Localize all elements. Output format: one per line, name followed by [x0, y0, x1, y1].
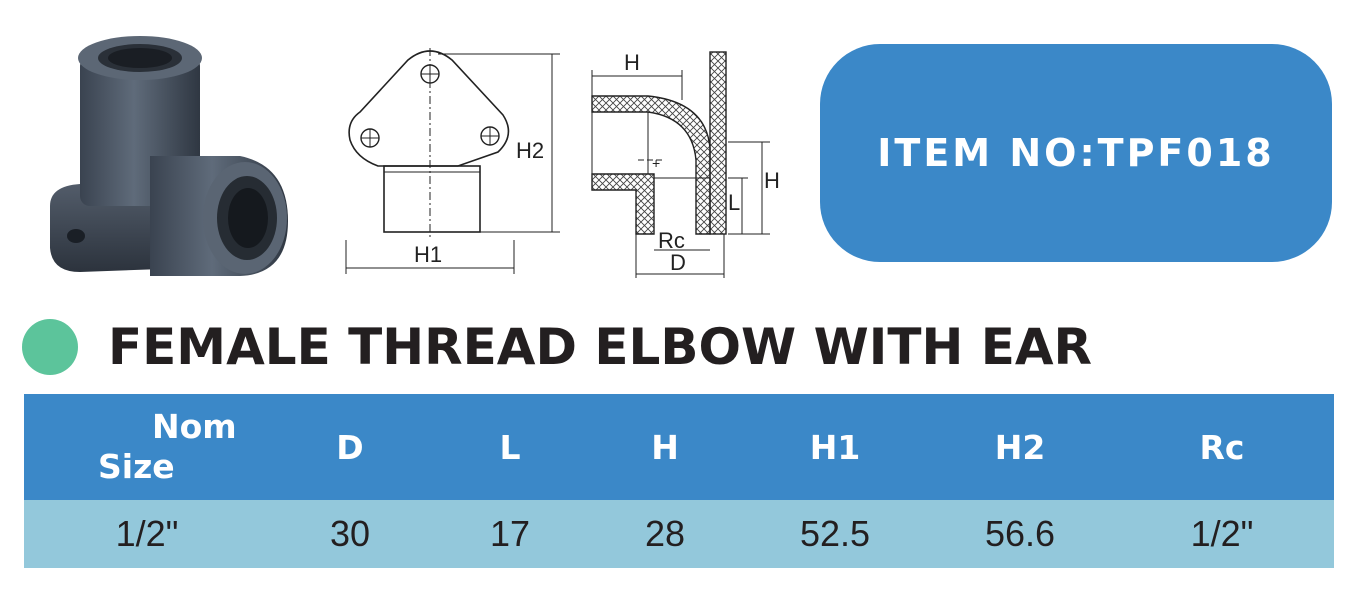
nom-header-line2: Size	[98, 447, 175, 486]
page-title: FEMALE THREAD ELBOW WITH EAR	[108, 318, 1093, 376]
h-top-dim-label: H	[624, 50, 640, 75]
cell-h2: 56.6	[930, 500, 1110, 568]
product-photo	[50, 36, 288, 276]
cell-l: 17	[430, 500, 590, 568]
nom-header-line1: Nom	[152, 407, 237, 446]
cell-d: 30	[270, 500, 430, 568]
h1-dim-label: H1	[414, 242, 442, 267]
col-d: D	[270, 394, 430, 500]
col-l: L	[430, 394, 590, 500]
section-drawing: + H H L Rc D	[591, 50, 780, 278]
l-dim-label: L	[728, 190, 740, 215]
item-number-box: ITEM NO:TPF018	[820, 44, 1332, 262]
h-right-dim-label: H	[764, 168, 780, 193]
svg-text:+: +	[652, 155, 660, 171]
table-header-row: Nom Size D L H H1 H2 Rc	[24, 394, 1334, 500]
col-h2: H2	[930, 394, 1110, 500]
d-dim-label: D	[670, 250, 686, 275]
front-drawing: H1 H2	[345, 48, 560, 274]
col-rc: Rc	[1110, 394, 1334, 500]
spec-table: Nom Size D L H H1 H2 Rc 1/2" 30 17 28 52…	[24, 394, 1334, 568]
col-nom-size: Nom Size	[24, 394, 270, 500]
item-number: ITEM NO:TPF018	[877, 131, 1275, 175]
rc-dim-label: Rc	[658, 228, 685, 253]
col-h1: H1	[740, 394, 930, 500]
cell-nom: 1/2"	[24, 500, 270, 568]
col-h: H	[590, 394, 740, 500]
table-row: 1/2" 30 17 28 52.5 56.6 1/2"	[24, 500, 1334, 568]
cell-rc: 1/2"	[1110, 500, 1334, 568]
h2-dim-label: H2	[516, 138, 544, 163]
title-row: FEMALE THREAD ELBOW WITH EAR	[22, 312, 1092, 382]
green-bullet-icon	[22, 319, 78, 375]
cell-h1: 52.5	[740, 500, 930, 568]
cell-h: 28	[590, 500, 740, 568]
